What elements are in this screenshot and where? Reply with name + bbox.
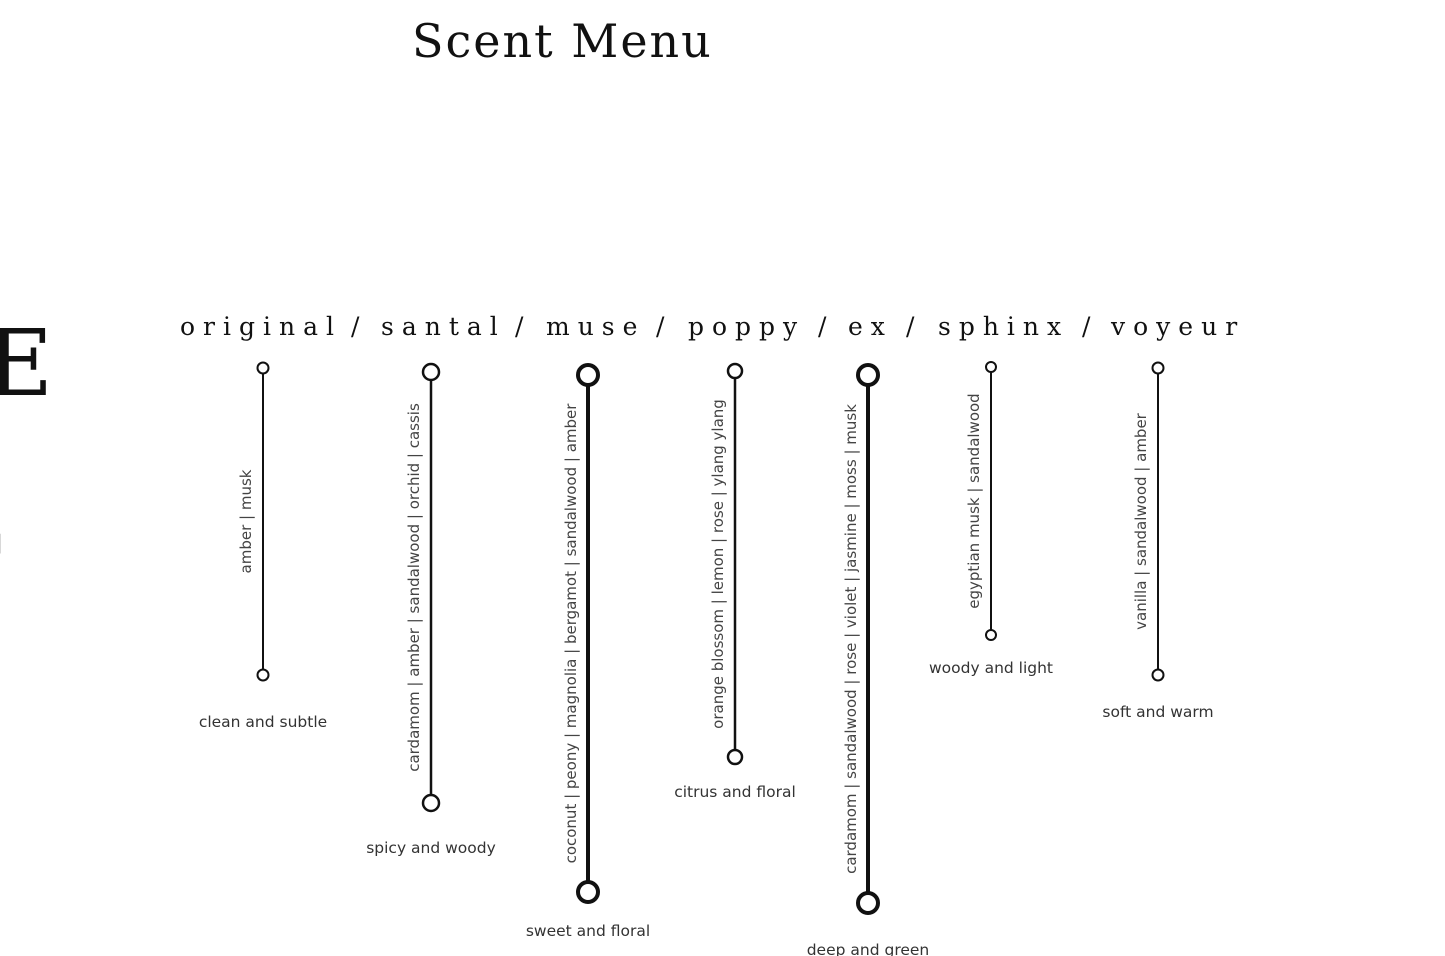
name-separator: / — [1082, 312, 1099, 341]
page-title: Scent Menu — [412, 14, 713, 68]
scent-description-ex: deep and green — [807, 941, 930, 956]
scent-description-poppy: citrus and floral — [674, 783, 796, 801]
name-separator: / — [656, 312, 673, 341]
scent-notes-santal: cardamom | amber | sandalwood | orchid |… — [405, 403, 423, 772]
scent-line-sphinx: egyptian musk | sandalwood woody and ligh… — [929, 361, 1053, 677]
scent-line-voyeur: vanilla | sandalwood | amber soft and war… — [1102, 361, 1214, 721]
scent-notes-sphinx: egyptian musk | sandalwood — [965, 393, 983, 608]
scent-notes-original: amber | musk — [237, 469, 255, 573]
scent-name-sphinx: sphinx — [938, 312, 1070, 341]
scent-name-voyeur: voyeur — [1111, 312, 1246, 341]
scent-line-top-dot — [985, 361, 997, 373]
scent-line-top-dot — [726, 362, 744, 380]
scent-line-bottom-dot — [256, 668, 270, 682]
name-separator: / — [906, 312, 923, 341]
scent-line-bottom-dot — [1151, 668, 1165, 682]
name-separator: / — [351, 312, 368, 341]
scent-line-top-dot — [1151, 361, 1165, 375]
scent-line-bottom-dot — [856, 891, 880, 915]
scent-line-santal: cardamom | amber | sandalwood | orchid |… — [366, 362, 496, 857]
scent-description-sphinx: woody and light — [929, 659, 1053, 677]
scent-line-bottom-dot — [421, 793, 441, 813]
cropped-letter: E — [0, 310, 54, 417]
scent-line-muse: coconut | peony | magnolia | bergamot | … — [526, 363, 650, 940]
scent-notes-poppy: orange blossom | lemon | rose | ylang yl… — [709, 399, 727, 729]
scent-line-top-dot — [256, 361, 270, 375]
scent-name-ex: ex — [848, 312, 893, 341]
scent-name-original: original — [180, 312, 342, 341]
scent-notes-ex: cardamom | sandalwood | rose | violet | … — [842, 404, 860, 874]
name-separator: / — [818, 312, 835, 341]
scent-description-santal: spicy and woody — [366, 839, 496, 857]
scent-name-muse: muse — [546, 312, 646, 341]
scent-line-original: amber | musk clean and subtle — [199, 361, 327, 731]
cropped-mark: | — [0, 532, 3, 552]
scent-line-top-dot — [576, 363, 600, 387]
scent-name-row: original / santal / muse / poppy / ex / sphinx / voy… — [0, 312, 1445, 352]
scent-line-bottom-dot — [985, 629, 997, 641]
scent-line-bottom-dot — [726, 748, 744, 766]
scent-name-santal: santal — [381, 312, 506, 341]
scent-notes-voyeur: vanilla | sandalwood | amber — [1132, 412, 1150, 630]
scent-description-original: clean and subtle — [199, 713, 327, 731]
scent-line-ex: cardamom | sandalwood | rose | violet | … — [807, 363, 930, 956]
scent-line-top-dot — [421, 362, 441, 382]
scent-name-poppy: poppy — [688, 312, 806, 341]
scent-line-top-dot — [856, 363, 880, 387]
scent-description-muse: sweet and floral — [526, 922, 650, 940]
scent-notes-muse: coconut | peony | magnolia | bergamot | … — [562, 403, 580, 864]
name-separator: / — [515, 312, 532, 341]
scent-description-voyeur: soft and warm — [1102, 703, 1213, 721]
scent-line-poppy: orange blossom | lemon | rose | ylang yl… — [674, 362, 796, 801]
scent-line-bottom-dot — [576, 880, 600, 904]
